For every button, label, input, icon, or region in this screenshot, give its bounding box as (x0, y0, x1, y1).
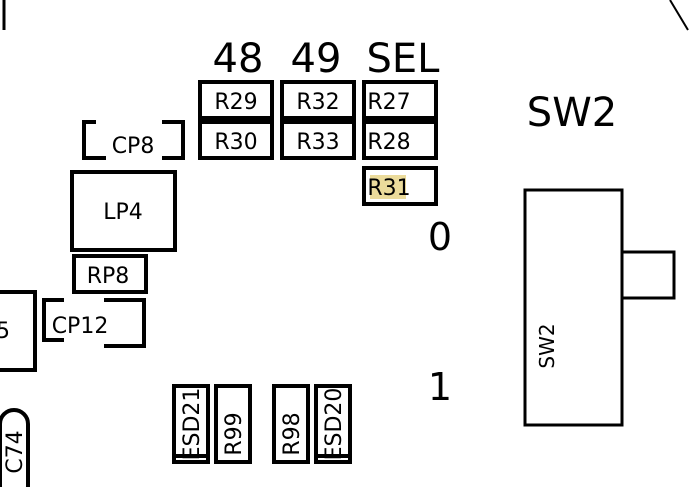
switch-title: SW2 (527, 90, 617, 136)
component-label-c74: C74 (3, 430, 28, 473)
component-sw2[interactable]: SW2 (523, 188, 676, 427)
component-c74[interactable]: C74 (0, 408, 30, 487)
switch-position-0: 0 (428, 215, 452, 259)
component-label-r98: R98 (280, 412, 305, 455)
component-label-partial: 5 (0, 319, 10, 344)
switch-actuator[interactable] (620, 250, 676, 300)
component-r33[interactable]: R33 (280, 120, 356, 160)
component-label-r28: R28 (367, 130, 410, 155)
component-r99[interactable]: R99 (214, 384, 252, 464)
component-rp8[interactable]: RP8 (72, 254, 148, 294)
component-lp4[interactable]: LP4 (70, 170, 177, 252)
component-label-r30: R30 (214, 130, 257, 155)
component-label-r27: R27 (367, 90, 410, 115)
component-label-r32: R32 (296, 90, 339, 115)
component-label-esd20: ESD20 (322, 388, 347, 461)
switch-position-1: 1 (428, 365, 452, 409)
component-esd21[interactable]: ESD21 (172, 384, 210, 464)
column-header-48: 48 (213, 36, 264, 82)
component-r27[interactable]: R27 (362, 80, 438, 120)
component-label-rp8: RP8 (87, 264, 130, 289)
component-label-lp4: LP4 (103, 200, 143, 225)
component-cp12[interactable]: CP12 (42, 298, 146, 348)
component-r31[interactable]: R31 (362, 166, 438, 206)
column-header-49: 49 (291, 36, 342, 82)
component-label-r33: R33 (296, 130, 339, 155)
switch-body-label: SW2 (535, 323, 559, 368)
component-label-r31: R31 (367, 176, 410, 201)
component-r98[interactable]: R98 (272, 384, 310, 464)
component-r28[interactable]: R28 (362, 120, 438, 160)
component-cp8[interactable]: CP8 (82, 120, 185, 160)
component-label-cp8: CP8 (112, 134, 155, 159)
component-label-r99: R99 (222, 412, 247, 455)
component-esd20[interactable]: ESD20 (314, 384, 352, 464)
search-highlight (370, 175, 406, 199)
component-r29[interactable]: R29 (198, 80, 274, 120)
component-r32[interactable]: R32 (280, 80, 356, 120)
component-label-esd21: ESD21 (180, 388, 205, 461)
component-label-cp12: CP12 (52, 314, 109, 339)
component-label-r29: R29 (214, 90, 257, 115)
component-partial-left[interactable]: 5 (0, 290, 37, 372)
board-edge (2, 0, 689, 31)
column-header-sel: SEL (367, 36, 441, 82)
component-r30[interactable]: R30 (198, 120, 274, 160)
